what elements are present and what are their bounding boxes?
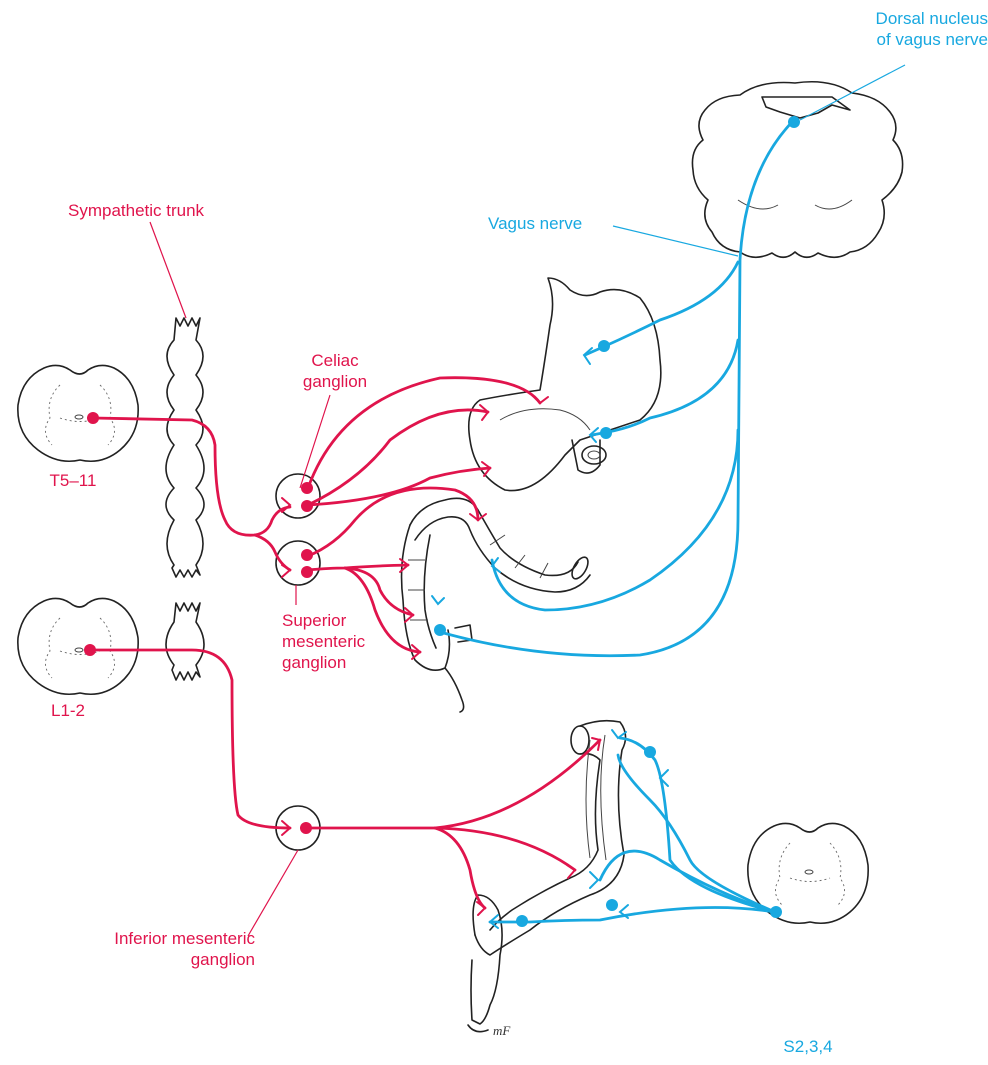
label-s2-3-4: S2,3,4	[783, 1037, 833, 1056]
stomach	[467, 277, 662, 492]
label-dorsal-nucleus: Dorsal nucleus of vagus nerve	[780, 8, 988, 50]
parasympathetic-pathways	[431, 116, 800, 929]
label-superior-line1: Superior	[282, 611, 347, 630]
label-vagus-nerve: Vagus nerve	[488, 214, 583, 233]
sympathetic-pathways	[84, 376, 602, 916]
label-celiac-line1: Celiac	[311, 351, 359, 370]
label-inferior-line2: ganglion	[190, 950, 255, 969]
label-superior-line2: mesenteric	[282, 632, 366, 651]
sympathetic-trunk-upper	[165, 317, 205, 578]
label-sympathetic-trunk: Sympathetic trunk	[68, 201, 205, 220]
sympathetic-trunk-lower	[165, 602, 205, 681]
label-celiac-ganglion: Celiac ganglion	[295, 350, 375, 392]
label-l1-2: L1-2	[50, 701, 86, 720]
artist-signature: mF	[493, 1023, 511, 1038]
label-dorsal-nucleus-line1: Dorsal nucleus	[875, 9, 988, 28]
label-leader-lines	[149, 64, 906, 937]
spinal-cord-section-s2-4	[747, 822, 869, 925]
label-inferior-line1: Inferior mesenteric	[114, 929, 255, 948]
label-superior-line3: ganglion	[282, 653, 347, 672]
small-intestine-loop	[400, 497, 591, 713]
celiac-ganglion	[275, 473, 321, 519]
superior-mesenteric-ganglion	[275, 540, 321, 586]
label-dorsal-nucleus-line2: of vagus nerve	[876, 30, 988, 49]
spinal-cord-section-l1-2	[17, 597, 139, 696]
label-celiac-line2: ganglion	[302, 372, 368, 391]
label-superior-mesenteric-ganglion: Superior mesenteric ganglion	[282, 610, 365, 673]
brainstem-medulla	[691, 80, 904, 259]
label-t5-11: T5–11	[49, 471, 97, 490]
label-inferior-mesenteric-ganglion: Inferior mesenteric ganglion	[50, 928, 255, 970]
descending-colon-rectum: mF	[467, 719, 627, 1038]
spinal-cord-section-t5-11	[17, 364, 139, 463]
